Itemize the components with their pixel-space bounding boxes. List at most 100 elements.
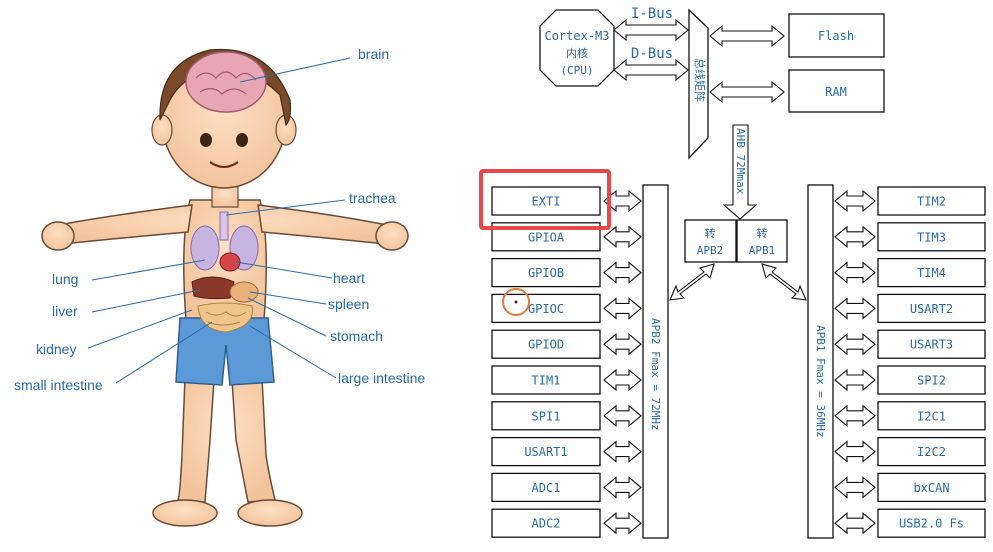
label-liver: liver <box>52 303 78 319</box>
apb1-peripheral-link-arrow <box>834 297 876 320</box>
label-small-intestine: small intestine <box>14 377 103 393</box>
apb2-peripheral-label: USART1 <box>524 445 567 459</box>
apb1-peripheral-link-arrow <box>834 333 876 356</box>
apb2-bridge <box>684 219 737 263</box>
apb1-bridge-arrow <box>761 263 807 301</box>
apb2-peripheral-block <box>491 257 601 288</box>
apb2-peripheral-link-arrow <box>603 261 642 284</box>
label-brain: brain <box>358 46 389 62</box>
apb1-bridge <box>736 219 788 263</box>
trachea <box>219 211 229 241</box>
apb1-peripheral-list: TIM2TIM3TIM4USART2USART3SPI2I2C1I2C2bxCA… <box>834 186 986 538</box>
apb2-peripheral-block <box>491 186 601 216</box>
dbus-arrow <box>613 58 689 82</box>
apb2-peripheral-label: GPIOA <box>528 230 565 244</box>
label-leaders <box>87 57 351 384</box>
apb1-peripheral-label: I2C1 <box>917 409 946 423</box>
apb1-peripheral-link-arrow <box>834 261 876 284</box>
apb1-peripheral-row: USART2 <box>834 293 986 324</box>
apb1-peripheral-block <box>877 257 986 288</box>
apb1-peripheral-link-arrow <box>834 512 876 535</box>
ram-arrow <box>709 80 785 104</box>
ram-block <box>788 69 885 113</box>
apb2-peripheral-link-arrow <box>603 333 642 356</box>
cpu-label: (CPU) <box>560 64 593 77</box>
apb2-peripheral-row: ADC1 <box>491 472 642 503</box>
cpu-core: 内核 <box>566 46 588 60</box>
brain <box>185 51 267 113</box>
apb1-peripheral-row: I2C1 <box>834 401 986 431</box>
apb1-peripheral-row: USART3 <box>834 329 986 359</box>
apb2-peripheral-block <box>491 401 601 431</box>
bus-matrix-label: 总线矩阵 <box>693 58 707 102</box>
cursor-indicator <box>502 288 530 316</box>
apb1-peripheral-block <box>877 222 986 252</box>
dbus-label: D-Bus <box>631 46 673 62</box>
apb1-peripheral-row: bxCAN <box>834 472 986 503</box>
apb2-bridge-bottom: APB2 <box>697 244 724 257</box>
cpu-name: Cortex-M3 <box>544 29 609 43</box>
apb2-peripheral-link-arrow <box>603 476 642 499</box>
apb2-peripheral-row: EXTI <box>491 186 642 216</box>
apb1-peripheral-block <box>877 436 986 467</box>
bus-matrix <box>688 8 709 160</box>
apb1-peripheral-block <box>877 186 986 216</box>
apb1-peripheral-link-arrow <box>834 189 876 213</box>
heart <box>219 252 241 272</box>
apb2-bus-label: APB2 Fmax = 72MHz <box>649 318 662 431</box>
apb2-peripheral-link-arrow <box>603 512 642 535</box>
apb1-peripheral-block <box>877 365 986 395</box>
apb2-peripheral-label: EXTI <box>532 195 561 209</box>
ibus-label: I-Bus <box>631 6 673 22</box>
label-stomach: stomach <box>330 328 383 344</box>
apb2-peripheral-label: ADC2 <box>532 517 561 531</box>
apb2-peripheral-label: GPIOD <box>528 338 564 352</box>
apb1-peripheral-row: TIM2 <box>834 186 986 216</box>
apb1-peripheral-link-arrow <box>834 476 876 499</box>
right-hand <box>375 221 409 251</box>
ahb-label: AHB 72Mmax <box>734 128 747 195</box>
apb1-peripheral-block <box>877 401 986 431</box>
apb2-peripheral-label: GPIOC <box>528 302 564 316</box>
label-trachea: trachea <box>349 190 396 206</box>
apb2-peripheral-link-arrow <box>603 189 642 213</box>
apb2-bridge-arrow <box>669 263 715 301</box>
flash-arrow <box>709 24 785 48</box>
apb1-peripheral-row: TIM4 <box>834 257 986 288</box>
apb1-peripheral-block <box>877 472 986 503</box>
apb1-peripheral-link-arrow <box>834 404 876 427</box>
label-lung: lung <box>52 271 78 287</box>
label-heart: heart <box>333 270 365 286</box>
apb1-peripheral-row: I2C2 <box>834 436 986 467</box>
apb2-peripheral-row: ADC2 <box>491 508 642 538</box>
apb2-peripheral-block <box>491 436 601 467</box>
apb1-peripheral-label: USB2.0 Fs <box>899 517 964 531</box>
flash-block <box>788 13 885 58</box>
apb1-peripheral-link-arrow <box>834 368 876 392</box>
stomach <box>229 281 259 303</box>
anatomy-illustration <box>41 48 409 527</box>
apb1-peripheral-label: TIM2 <box>917 195 946 209</box>
ahb-arrow <box>722 124 758 220</box>
apb1-peripheral-row: SPI2 <box>834 365 986 395</box>
apb2-peripheral-block <box>491 365 601 395</box>
apb2-peripheral-row: GPIOD <box>491 329 642 359</box>
label-kidney: kidney <box>36 341 76 357</box>
intestines <box>197 302 253 333</box>
apb1-peripheral-label: I2C2 <box>917 445 946 459</box>
apb1-peripheral-label: USART2 <box>910 302 953 316</box>
apb1-peripheral-label: TIM4 <box>917 266 946 280</box>
apb2-peripheral-label: TIM1 <box>532 374 561 388</box>
legs <box>176 377 276 503</box>
apb2-peripheral-link-arrow <box>603 368 642 392</box>
apb2-peripheral-block <box>491 472 601 503</box>
apb1-bus-label: APB1 Fmax = 36MHz <box>814 325 827 438</box>
apb1-peripheral-row: USB2.0 Fs <box>834 508 986 538</box>
anatomy-labels: brain trachea lung heart liver spleen ki… <box>14 46 425 393</box>
apb1-peripheral-block <box>877 508 986 538</box>
apb2-peripheral-row: GPIOB <box>491 257 642 288</box>
stm32-block-diagram: Cortex-M3 内核 (CPU) I-Bus D-Bus 总线矩阵 Flas… <box>479 6 986 539</box>
apb1-peripheral-label: bxCAN <box>913 481 949 495</box>
apb2-peripheral-label: SPI1 <box>532 409 561 423</box>
